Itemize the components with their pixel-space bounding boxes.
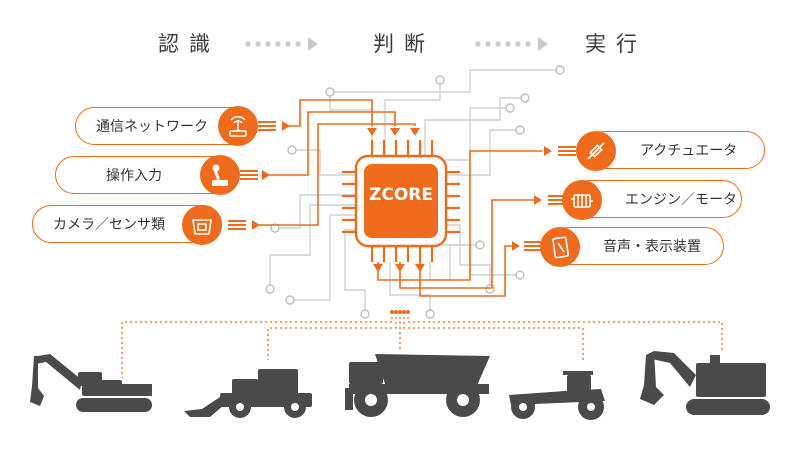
output-label: 音声・表示装置: [603, 239, 701, 255]
processor-chip: [342, 140, 460, 262]
dump-truck-icon: [345, 354, 490, 417]
circuit-nodes: [265, 65, 565, 319]
stage-execution: 実行: [585, 32, 647, 56]
output-label: エンジン／モータ: [625, 192, 737, 208]
input-arrowheads: [252, 121, 420, 230]
input-connector-bars: [228, 121, 276, 230]
stage-arrow-2: [475, 37, 548, 51]
excavator-icon: [30, 354, 152, 412]
joystick-icon: [200, 155, 240, 195]
input-label: カメラ／センサ類: [53, 217, 165, 233]
output-label: アクチュエータ: [640, 143, 738, 159]
output-item-actuator: アクチュエータ: [585, 131, 765, 169]
machine-connector-lines: [121, 312, 723, 378]
input-signal-lines: [255, 99, 416, 226]
mining-shovel-icon: [640, 351, 770, 415]
engine-icon: [562, 180, 602, 220]
processor-label: ZCORE: [369, 185, 433, 205]
motor-grader-icon: [509, 371, 605, 420]
stage-recognition: 認識: [158, 32, 220, 56]
antenna-icon: [218, 106, 258, 146]
output-arrowheads: [373, 146, 552, 272]
actuator-icon: [576, 131, 616, 171]
stage-arrow-1: [245, 37, 318, 51]
stage-judgment: 判断: [373, 32, 435, 56]
output-signal-lines: [377, 150, 542, 297]
camera-sensor-icon: [182, 205, 222, 245]
machine-connector-dots: [390, 310, 410, 314]
wheel-loader-icon: [184, 369, 312, 418]
input-label: 通信ネットワーク: [96, 119, 208, 135]
input-label: 操作入力: [106, 168, 162, 184]
display-icon: [540, 227, 580, 267]
